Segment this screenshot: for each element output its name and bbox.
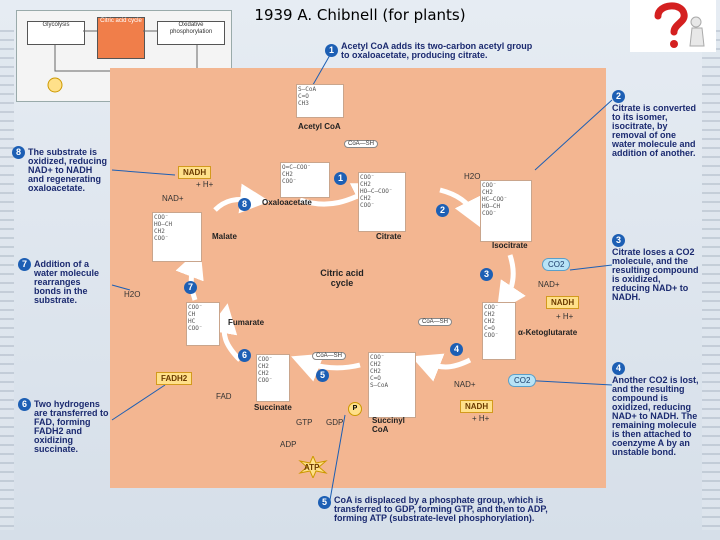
coa-sh-1: CoA—SH — [344, 140, 379, 148]
step-6-number: 6 — [18, 398, 31, 411]
step-6-annotation: Two hydrogens are transferred to FAD, fo… — [34, 399, 109, 454]
overview-glycolysis: Glycolysis — [27, 21, 85, 45]
cycle-step-7: 7 — [184, 281, 197, 294]
step-2-annotation: Citrate is converted to its isomer, isoc… — [612, 103, 697, 158]
atp-label: ATP — [304, 463, 320, 472]
cycle-step-8: 8 — [238, 198, 251, 211]
phosphate-icon: P — [348, 402, 362, 416]
step-5-number: 5 — [318, 496, 331, 509]
step-7-annotation: Addition of a water molecule rearranges … — [34, 259, 100, 305]
step-7-number: 7 — [18, 258, 31, 271]
fad: FAD — [216, 392, 232, 401]
succinyl-coa-name: Succinyl CoA — [372, 416, 405, 434]
cycle-step-2: 2 — [436, 204, 449, 217]
cycle-step-1: 1 — [334, 172, 347, 185]
step-4-number: 4 — [612, 362, 625, 375]
coa-sh-4: CoA—SH — [418, 318, 453, 326]
step-8-number: 8 — [12, 146, 25, 159]
cycle-step-5: 5 — [316, 369, 329, 382]
h2o-2: H2O — [464, 172, 481, 181]
cycle-step-6: 6 — [238, 349, 251, 362]
nadh-tag-3: NADH — [546, 296, 580, 309]
step-1-annotation: Acetyl CoA adds its two-carbon acetyl gr… — [341, 41, 533, 60]
overview-glycolysis-label: Glycolysis — [42, 22, 70, 28]
overview-citric-label: Citric acid cycle — [100, 18, 142, 24]
h2o-7: H2O — [124, 290, 141, 299]
gdp: GDP — [326, 418, 344, 427]
step-2-number: 2 — [612, 90, 625, 103]
h-plus-8: + H+ — [196, 180, 214, 189]
co2-tag-4: CO2 — [508, 374, 537, 387]
overview-citric: Citric acid cycle — [97, 17, 145, 59]
step-5-annotation: CoA is displaced by a phosphate group, w… — [334, 495, 548, 523]
succinate-name: Succinate — [254, 403, 292, 412]
gtp: GTP — [296, 418, 313, 427]
adp: ADP — [280, 440, 297, 449]
cycle-step-4: 4 — [450, 343, 463, 356]
step-4-annotation: Another CO2 is lost, and the resulting c… — [612, 375, 699, 457]
nad-3: NAD+ — [538, 280, 560, 289]
coa-sh-5: CoA—SH — [312, 352, 347, 360]
step-1-number: 1 — [325, 44, 338, 57]
cycle-step-3: 3 — [480, 268, 493, 281]
left-page-text — [0, 30, 14, 530]
isocitrate-name: Isocitrate — [492, 241, 528, 250]
ketoglutarate-name: α-Ketoglutarate — [518, 328, 578, 337]
step-3-number: 3 — [612, 234, 625, 247]
fumarate-name: Fumarate — [228, 318, 265, 327]
overview-oxidative: Oxidative phosphorylation — [157, 21, 225, 45]
h-plus-4: + H+ — [472, 414, 490, 423]
nadh-tag-4: NADH — [460, 400, 494, 413]
h-plus-3: + H+ — [556, 312, 574, 321]
malate-name: Malate — [212, 232, 237, 241]
fadh2-tag: FADH2 — [156, 372, 193, 385]
nad-8: NAD+ — [162, 194, 184, 203]
overview-diagram: Glycolysis Citric acid cycle Oxidative p… — [16, 10, 232, 102]
step-8-annotation: The substrate is oxidized, reducing NAD+… — [28, 147, 108, 193]
acetyl-coa-name: Acetyl CoA — [298, 122, 341, 131]
citrate-name: Citrate — [376, 232, 402, 241]
atp-star-icon — [298, 456, 328, 478]
slide-title: 1939 A. Chibnell (for plants) — [254, 6, 466, 24]
overview-oxidative-label: Oxidative phosphorylation — [169, 22, 213, 35]
step-3-annotation: Citrate loses a CO2 molecule, and the re… — [612, 247, 699, 302]
nad-4: NAD+ — [454, 380, 476, 389]
oxaloacetate-name: Oxaloacetate — [262, 198, 312, 207]
right-page-text — [702, 30, 720, 530]
nadh-tag-8: NADH — [178, 166, 212, 179]
co2-tag-3: CO2 — [542, 258, 571, 271]
question-mark-figure-icon — [630, 0, 716, 52]
center-label: Citric acid cycle — [320, 268, 364, 288]
